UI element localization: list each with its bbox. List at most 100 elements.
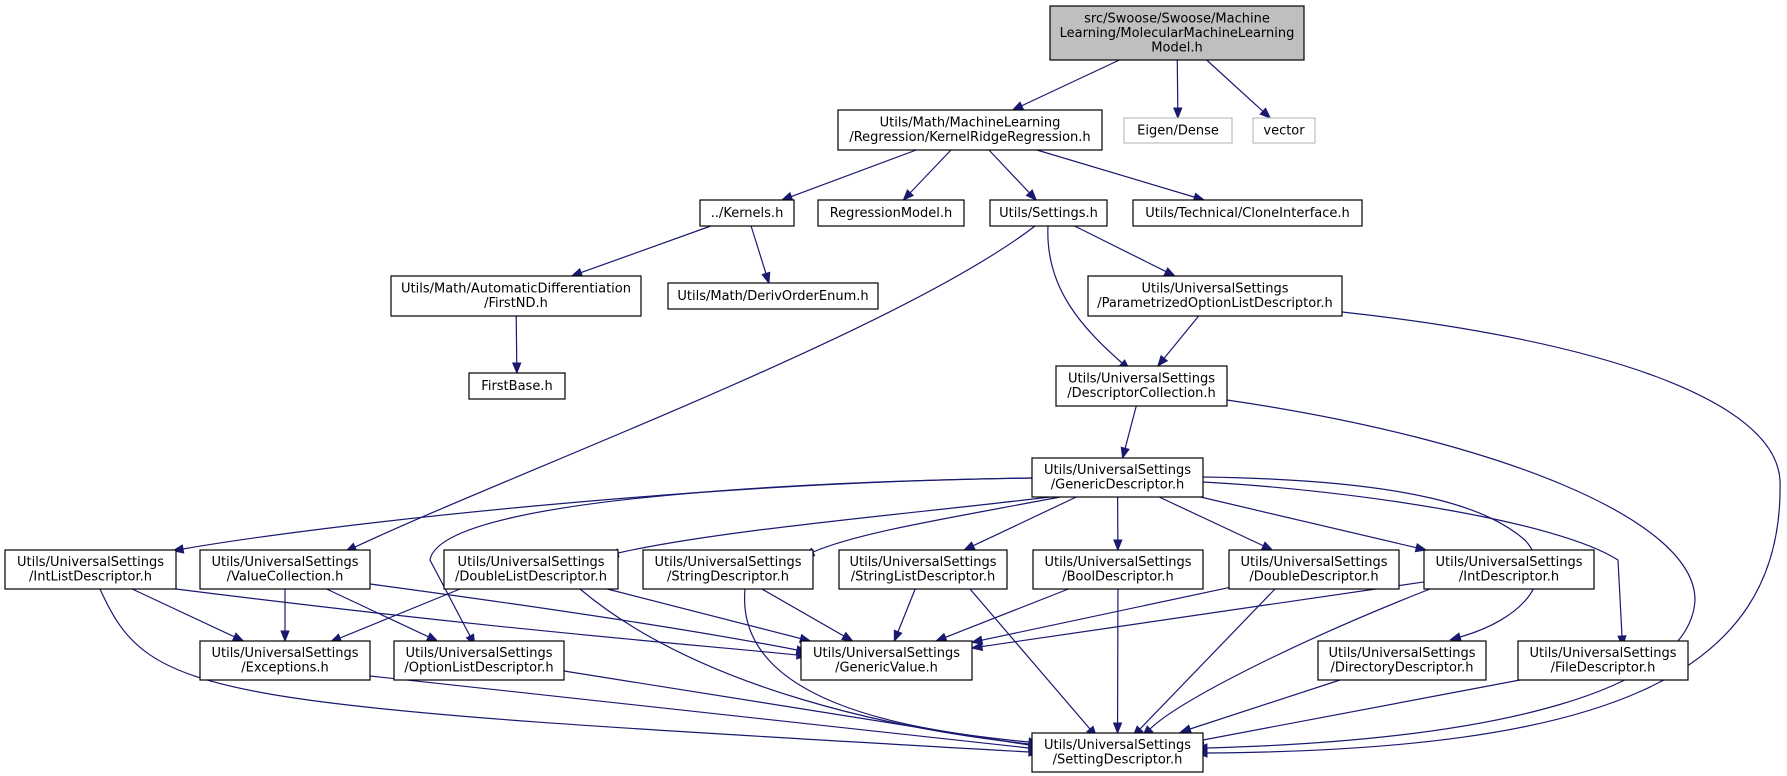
edge-line — [354, 225, 1036, 548]
node-box — [1423, 549, 1595, 590]
node-derivorder[interactable]: Utils/Math/DerivOrderEnum.h — [667, 282, 879, 310]
node-label-line: Utils/UniversalSettings — [1328, 646, 1475, 661]
node-regmodel[interactable]: RegressionModel.h — [817, 199, 965, 227]
edge-directory-to-settingdesc — [1179, 679, 1341, 734]
node-exceptions[interactable]: Utils/UniversalSettings/Exceptions.h — [199, 640, 371, 681]
node-kernels[interactable]: ../Kernels.h — [699, 199, 795, 227]
node-label-line: Utils/UniversalSettings — [654, 555, 801, 570]
node-label-line: Utils/UniversalSettings — [1068, 372, 1215, 387]
node-valuecoll[interactable]: Utils/UniversalSettings/ValueCollection.… — [199, 549, 371, 590]
edge-generic-to-directory — [1202, 476, 1539, 642]
node-file[interactable]: Utils/UniversalSettings/FileDescriptor.h — [1517, 640, 1689, 681]
node-label-line: Utils/Technical/CloneInterface.h — [1145, 206, 1350, 221]
edge-line — [617, 496, 1051, 554]
node-genvalue[interactable]: Utils/UniversalSettings/GenericValue.h — [800, 640, 973, 681]
node-krr[interactable]: Utils/Math/MachineLearning/Regression/Ke… — [837, 109, 1103, 151]
edge-line — [812, 496, 1061, 553]
node-doublelist[interactable]: Utils/UniversalSettings/DoubleListDescri… — [443, 549, 619, 590]
edge-arrowhead — [1449, 632, 1462, 642]
edge-valuecoll-to-exceptions — [280, 589, 290, 643]
node-box — [989, 199, 1108, 227]
node-box — [800, 640, 973, 681]
node-bool[interactable]: Utils/UniversalSettings/BoolDescriptor.h — [1032, 549, 1204, 590]
edge-arrowhead — [1173, 107, 1183, 120]
node-firstnd[interactable]: Utils/Math/AutomaticDifferentiation/Firs… — [390, 275, 642, 317]
node-label-line: Utils/UniversalSettings — [405, 646, 552, 661]
node-settingdesc[interactable]: Utils/UniversalSettings/SettingDescripto… — [1031, 732, 1204, 773]
edge-line — [369, 583, 798, 651]
node-optlist[interactable]: Utils/UniversalSettings/OptionListDescri… — [393, 640, 565, 681]
node-box — [199, 549, 371, 590]
edge-arrowhead — [1025, 189, 1038, 201]
node-label-line: /SettingDescriptor.h — [1053, 753, 1183, 768]
node-box — [443, 549, 619, 590]
edge-arrowhead — [1120, 446, 1130, 460]
edge-line — [988, 149, 1030, 194]
edge-line — [981, 587, 1230, 641]
node-clone[interactable]: Utils/Technical/CloneInterface.h — [1132, 199, 1363, 227]
node-label-line: Utils/UniversalSettings — [211, 555, 358, 570]
edge-arrowhead — [934, 632, 948, 642]
edge-kernels-to-firstnd — [570, 225, 712, 277]
edge-line — [1021, 59, 1120, 107]
node-stringlist[interactable]: Utils/UniversalSettings/StringListDescri… — [838, 549, 1008, 590]
edge-arrowhead — [970, 635, 984, 645]
node-int[interactable]: Utils/UniversalSettings/IntDescriptor.h — [1423, 549, 1595, 590]
node-double[interactable]: Utils/UniversalSettings/DoubleDescriptor… — [1228, 549, 1400, 590]
edge-arrowhead — [1113, 539, 1123, 552]
node-box — [1317, 640, 1487, 681]
node-string[interactable]: Utils/UniversalSettings/StringDescriptor… — [642, 549, 814, 590]
edge-arrowhead — [1112, 722, 1123, 735]
edge-arrowhead — [512, 362, 522, 375]
node-label-line: Utils/UniversalSettings — [1529, 646, 1676, 661]
node-label-line: Utils/Math/DerivOrderEnum.h — [677, 289, 868, 304]
node-label-line: vector — [1263, 123, 1305, 138]
node-root[interactable]: src/Swoose/Swoose/MachineLearning/Molecu… — [1049, 5, 1305, 61]
edge-line — [1206, 399, 1696, 749]
edge-line — [1139, 588, 1276, 730]
node-box — [838, 549, 1008, 590]
edge-bool-to-genvalue — [934, 588, 1069, 642]
node-intlist[interactable]: Utils/UniversalSettings/IntListDescripto… — [4, 549, 177, 590]
edge-firstnd-to-firstbase — [512, 315, 522, 375]
node-label-line: Utils/Math/AutomaticDifferentiation — [401, 282, 631, 297]
edge-arrowhead — [570, 267, 584, 277]
edge-line — [1149, 588, 1431, 730]
node-desccoll[interactable]: Utils/UniversalSettings/DescriptorCollec… — [1055, 365, 1228, 407]
node-paramopt[interactable]: Utils/UniversalSettings/ParametrizedOpti… — [1087, 275, 1343, 317]
node-label-line: Utils/UniversalSettings — [17, 555, 164, 570]
edge-valuecoll-to-optlist — [326, 588, 439, 642]
edge-arrowhead — [1179, 724, 1192, 734]
node-label-line: Utils/UniversalSettings — [211, 646, 358, 661]
node-box — [1123, 117, 1233, 144]
node-label-line: Utils/UniversalSettings — [1044, 555, 1191, 570]
edge-line — [1202, 679, 1521, 741]
node-label-line: /FirstND.h — [484, 296, 548, 311]
edge-line — [580, 225, 712, 274]
node-label-line: /Exceptions.h — [241, 661, 329, 676]
edge-line — [1036, 149, 1195, 198]
node-label-line: /DoubleListDescriptor.h — [455, 570, 607, 585]
node-label-line: /GenericDescriptor.h — [1051, 478, 1185, 493]
edge-optlist-to-settingdesc — [563, 670, 1041, 750]
node-generic[interactable]: Utils/UniversalSettings/GenericDescripto… — [1031, 457, 1204, 498]
node-box — [1049, 5, 1305, 61]
node-box — [667, 282, 879, 310]
edge-intlist-to-exceptions — [131, 588, 245, 642]
edge-line — [1047, 225, 1123, 364]
edge-arrowhead — [963, 541, 976, 551]
edge-generic-to-doublelist — [606, 496, 1051, 558]
node-label-line: /DirectoryDescriptor.h — [1330, 661, 1473, 676]
node-box — [1228, 549, 1400, 590]
edge-line — [131, 588, 235, 638]
edge-line — [1158, 496, 1264, 547]
node-box — [1031, 457, 1204, 498]
node-box — [1032, 549, 1204, 590]
edge-line — [791, 149, 917, 198]
node-directory[interactable]: Utils/UniversalSettings/DirectoryDescrip… — [1317, 640, 1487, 681]
edge-line — [1206, 59, 1264, 112]
node-firstbase[interactable]: FirstBase.h — [468, 372, 566, 400]
node-settings[interactable]: Utils/Settings.h — [989, 199, 1108, 227]
edge-krr-to-regmodel — [902, 149, 952, 201]
